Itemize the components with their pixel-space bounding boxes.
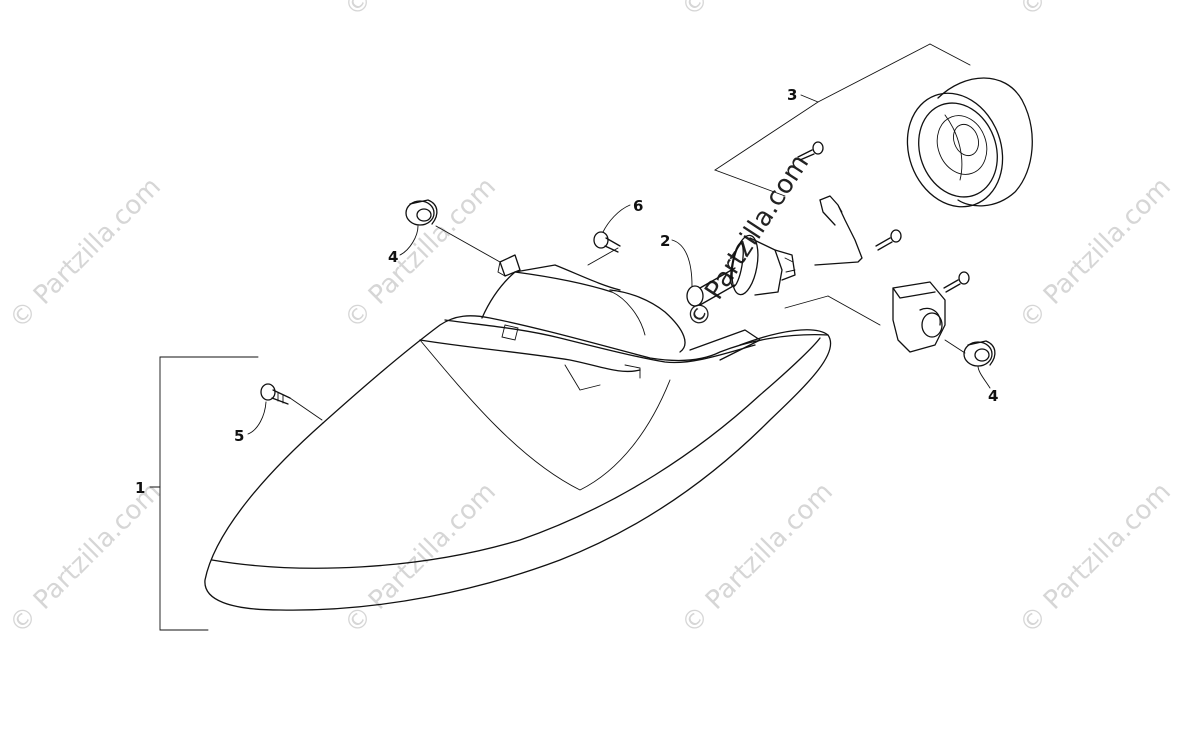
watermark: © Partzilla.com: [339, 477, 502, 640]
callout-6: 6: [633, 197, 643, 215]
watermark: © Partzilla.com: [676, 0, 839, 23]
watermark: © Partzilla.com: [1014, 172, 1177, 335]
watermark: © Partzilla.com: [4, 172, 167, 335]
callout-4-right: 4: [988, 387, 998, 405]
screw: [593, 231, 621, 253]
headlight-housing: [204, 254, 832, 611]
grommet: [963, 340, 996, 367]
mounting-bracket: [892, 281, 946, 353]
small-screw: [875, 229, 902, 251]
watermark: © Partzilla.com: [4, 477, 167, 640]
watermark: © Partzilla.com: [339, 0, 502, 23]
watermark: © Partzilla.com: [1014, 0, 1177, 23]
callout-4-left: 4: [388, 248, 398, 266]
reflector-cup: [906, 77, 1033, 208]
watermark: © Partzilla.com: [676, 477, 839, 640]
watermark-center: © Partzilla.com: [681, 149, 815, 334]
callout-5: 5: [234, 427, 244, 445]
small-screw: [943, 271, 970, 293]
callout-2: 2: [660, 232, 670, 250]
watermark: © Partzilla.com: [1014, 477, 1177, 640]
callout-3: 3: [787, 86, 797, 104]
callout-1: 1: [135, 479, 145, 497]
leader-lines: [149, 43, 991, 631]
small-screw: [797, 141, 824, 161]
callout-labels: 1 2 3 4 4 5 6: [135, 86, 998, 497]
grommet: [405, 199, 438, 226]
retaining-spring: [814, 195, 863, 266]
headlight-bulb: [686, 234, 796, 307]
screw: [260, 383, 291, 405]
watermark-layer: © Partzilla.com © Partzilla.com © Partzi…: [4, 0, 1177, 640]
watermark: © Partzilla.com: [339, 172, 502, 335]
